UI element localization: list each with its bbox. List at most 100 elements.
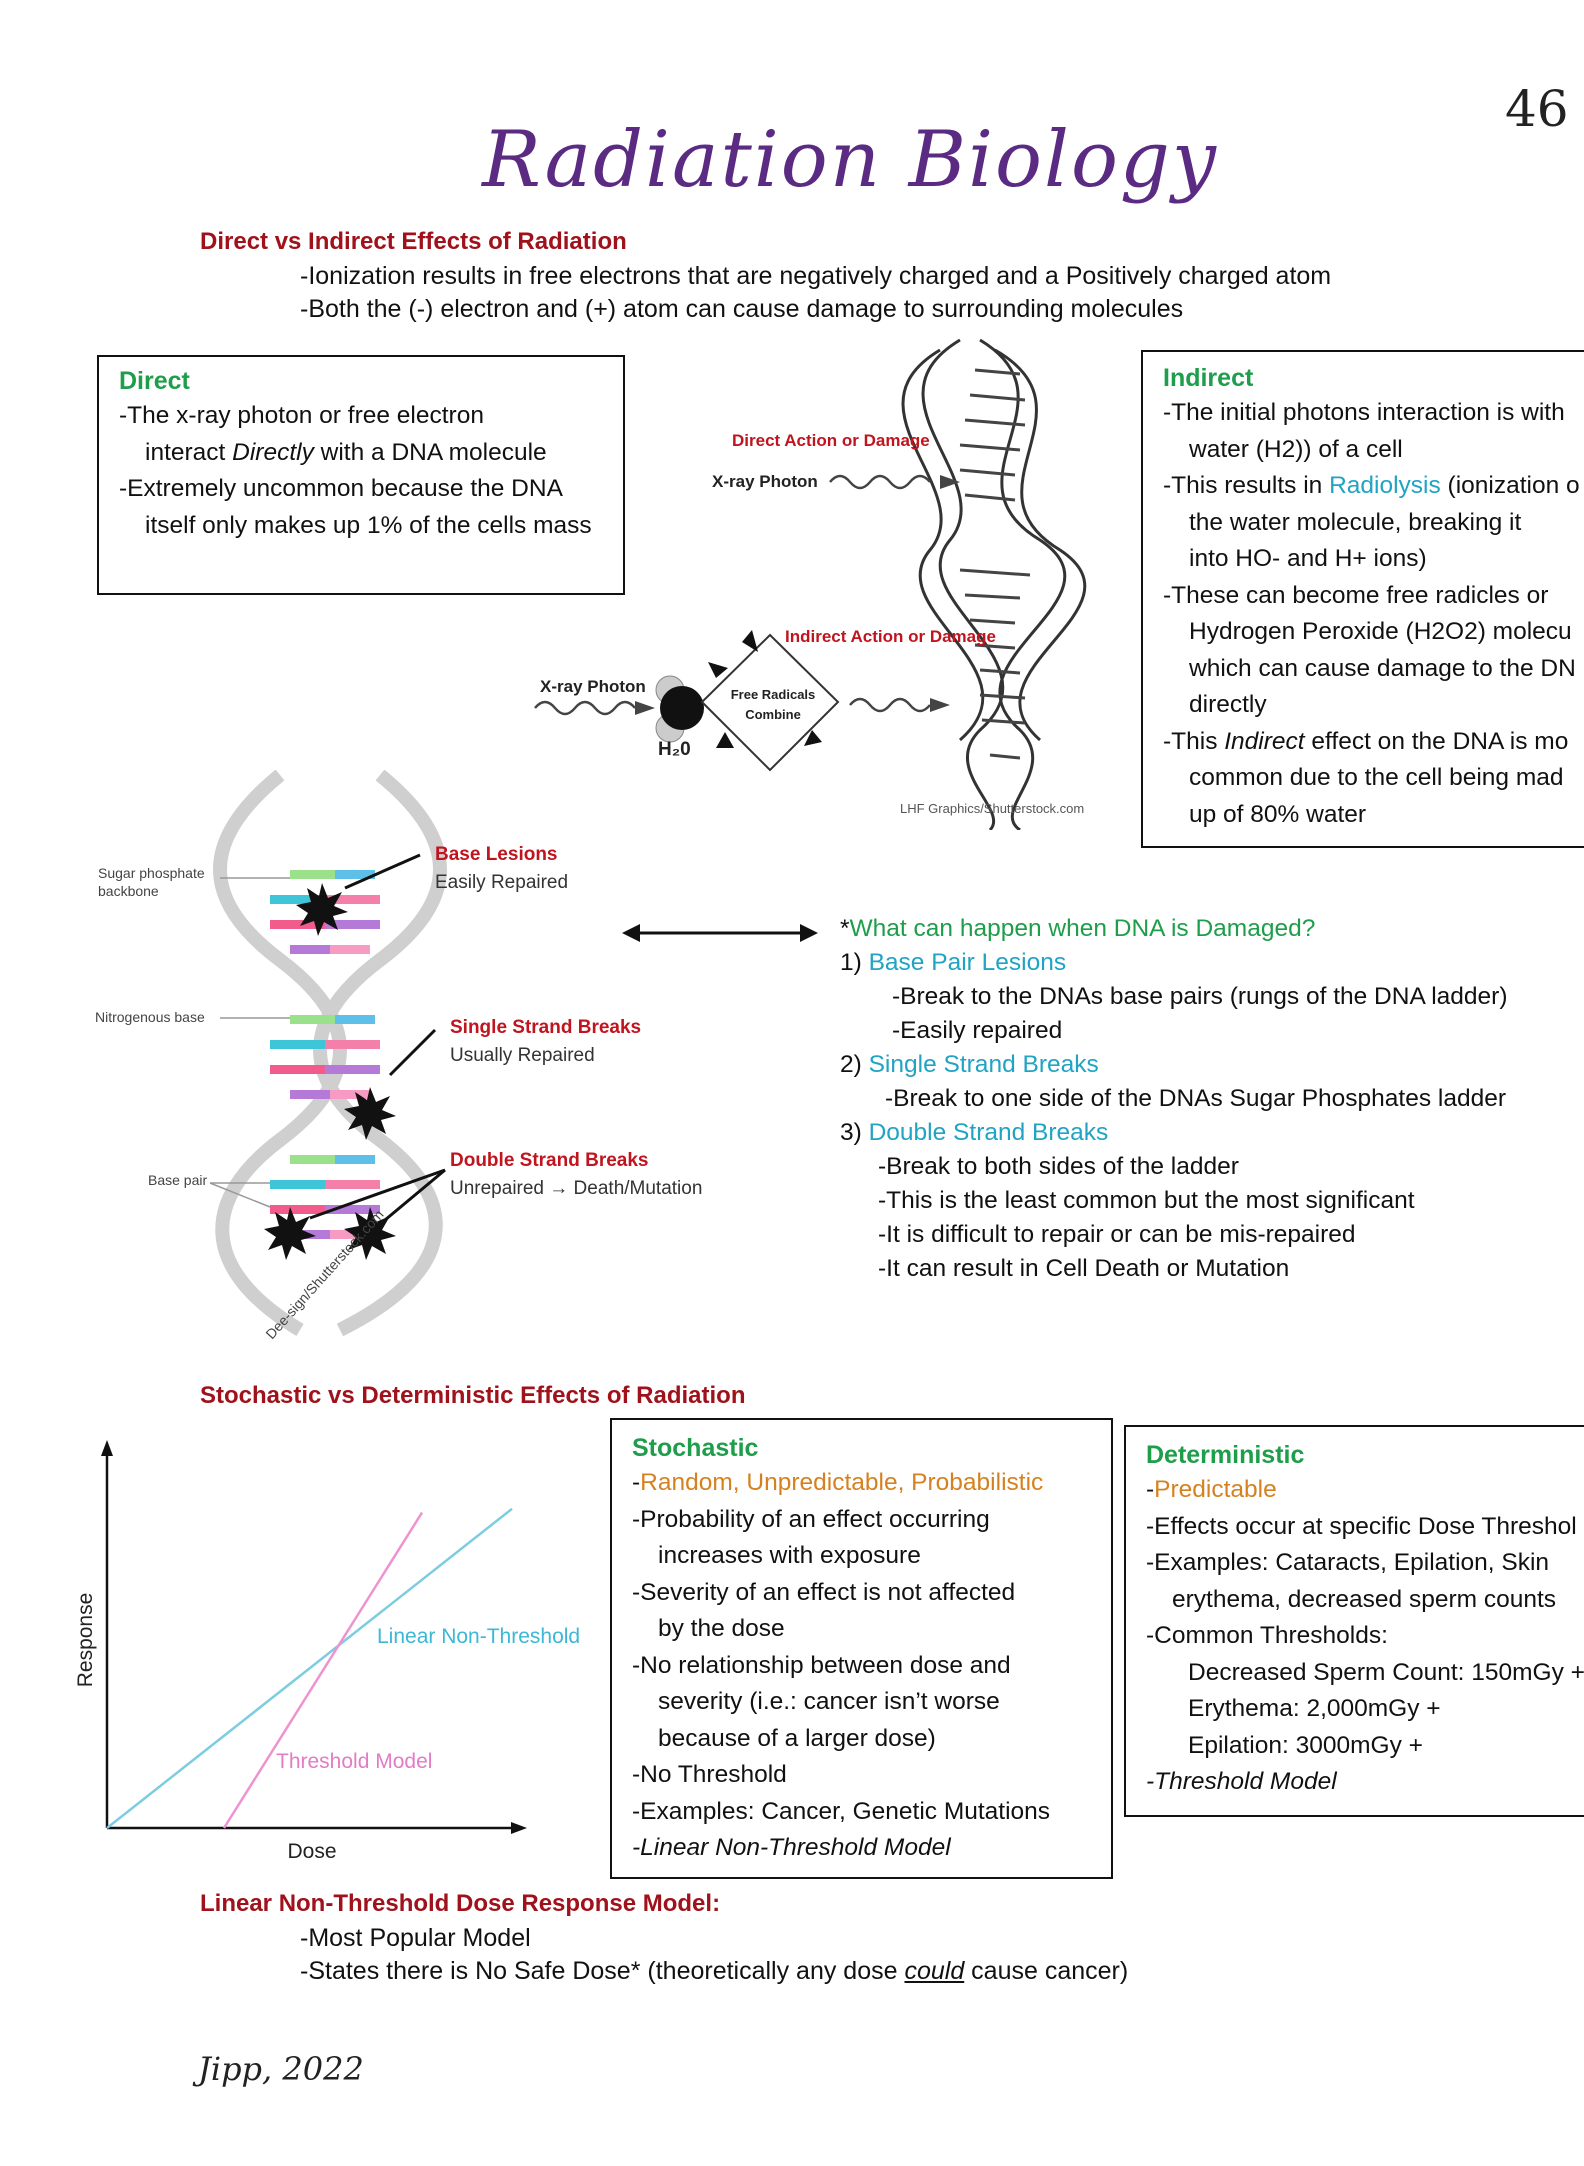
deterministic-line-5: -Common Thresholds: [1146, 1622, 1388, 1649]
section-intro-line-2: -Both the (-) electron and (+) atom can … [300, 295, 1184, 323]
dna-damage-list: *What can happen when DNA is Damaged? 1)… [840, 912, 1508, 1286]
indirect-line-8: which can cause damage to the DN [1189, 654, 1576, 682]
diamond-arrow-right [804, 730, 822, 746]
page-number: 46 [1505, 80, 1569, 138]
direct-action-label: Direct Action or Damage [732, 431, 930, 450]
series-line-threshold-model [222, 1511, 424, 1829]
section-heading-stochastic-deterministic: Stochastic vs Deterministic Effects of R… [200, 1382, 746, 1409]
section-intro-line-1: -Ionization results in free electrons th… [300, 262, 1332, 290]
deterministic-line-7: Erythema: 2,000mGy + [1188, 1695, 1441, 1722]
photon-wave-1 [829, 474, 931, 490]
damage-item-2-title: 2) Single Strand Breaks [840, 1051, 1099, 1078]
stochastic-line-4: -Severity of an effect is not affected [632, 1578, 1016, 1606]
indirect-line-9: directly [1189, 691, 1267, 718]
damage-item-3-desc-a: -Break to both sides of the ladder [878, 1153, 1239, 1180]
dna-rungs [959, 368, 1031, 760]
lnt-line-1: -Most Popular Model [300, 1924, 531, 1952]
stochastic-line-8: because of a larger dose) [658, 1724, 936, 1752]
stochastic-box: Stochastic -Random, Unpredictable, Proba… [610, 1418, 1113, 1879]
direct-line-2: interact Directly with a DNA molecule [145, 438, 547, 466]
diamond-arrow-bottom [716, 732, 734, 748]
dna-action-figure: Direct Action or Damage X-ray Photon Ind… [534, 338, 1087, 830]
indirect-box: Indirect -The initial photons interactio… [1141, 350, 1584, 848]
stochastic-box-title: Stochastic [632, 1434, 759, 1462]
indirect-wave [849, 697, 931, 713]
deterministic-box-title: Deterministic [1146, 1441, 1305, 1469]
sugar-phosphate-label-2: backbone [98, 883, 159, 899]
legend-label-linear-non-threshold: Linear Non-Threshold [377, 1625, 580, 1648]
base-pair-label: Base pair [148, 1172, 207, 1188]
base-lesions-label: Base Lesions [435, 844, 558, 865]
y-axis-arrowhead [101, 1440, 113, 1456]
damage-item-3-desc-d: -It can result in Cell Death or Mutation [878, 1255, 1290, 1282]
y-axis-label: Response [74, 1593, 97, 1688]
section-heading-direct-indirect: Direct vs Indirect Effects of Radiation [200, 228, 627, 255]
nitrogenous-base-label: Nitrogenous base [95, 1009, 205, 1025]
free-radicals-label-2: Combine [745, 707, 801, 722]
indirect-line-12: up of 80% water [1189, 800, 1367, 828]
damage-question: *What can happen when DNA is Damaged? [840, 915, 1316, 942]
x-axis-arrowhead [511, 1822, 527, 1834]
indirect-line-2: water (H2)) of a cell [1189, 435, 1403, 463]
water-molecule-icon [655, 675, 704, 743]
base-lesions-sub: Easily Repaired [435, 872, 568, 893]
lnt-line-2: -States there is No Safe Dose* (theoreti… [300, 1957, 1129, 1985]
damage-item-3-desc-c: -It is difficult to repair or can be mis… [878, 1221, 1356, 1248]
callout-lines [209, 877, 290, 1208]
deterministic-line-6: Decreased Sperm Count: 150mGy + [1188, 1658, 1584, 1686]
indirect-line-11: common due to the cell being mad [1189, 764, 1564, 791]
stochastic-line-2: -Probability of an effect occurring [632, 1505, 990, 1533]
stochastic-line-7: severity (i.e.: cancer isn’t worse [658, 1688, 1000, 1715]
dose-response-chart: Linear Non-Threshold Threshold Model Dos… [74, 1440, 580, 1863]
dna-strand-graphic [213, 770, 447, 1337]
indirect-line-1: -The initial photons interaction is with [1163, 399, 1565, 426]
damage-item-3-desc-b: -This is the least common but the most s… [878, 1187, 1415, 1214]
indirect-arrowhead [930, 698, 950, 712]
diamond-arrow-top [742, 630, 758, 652]
xray-photon-label-2: X-ray Photon [540, 677, 646, 696]
footer-signature: Jipp, 2022 [198, 2050, 364, 2088]
damage-item-1-desc-a: -Break to the DNAs base pairs (rungs of … [892, 983, 1508, 1010]
damage-burst-icons [264, 883, 396, 1260]
stochastic-line-11: -Linear Non-Threshold Model [632, 1834, 951, 1861]
stochastic-line-10: -Examples: Cancer, Genetic Mutations [632, 1797, 1051, 1825]
direct-line-3: -Extremely uncommon because the DNA [119, 475, 563, 502]
diamond-arrow-left [708, 662, 728, 678]
deterministic-line-4: erythema, decreased sperm counts [1172, 1585, 1557, 1613]
series-line-linear-non-threshold [106, 1507, 513, 1829]
legend-label-threshold-model: Threshold Model [276, 1750, 432, 1773]
direct-line-4: itself only makes up 1% of the cells mas… [145, 511, 592, 539]
photon-arrowhead-2 [635, 701, 655, 715]
deterministic-line-3: -Examples: Cataracts, Epilation, Skin [1146, 1549, 1550, 1576]
stochastic-line-5: by the dose [658, 1615, 785, 1642]
sugar-phosphate-label-1: Sugar phosphate [98, 865, 205, 881]
indirect-line-5: into HO- and H+ ions) [1189, 545, 1427, 572]
direct-box: Direct -The x-ray photon or free electro… [97, 355, 625, 595]
deterministic-line-2: -Effects occur at specific Dose Threshol [1146, 1512, 1577, 1540]
stochastic-line-3: increases with exposure [658, 1542, 921, 1569]
deterministic-box: Deterministic -Predictable -Effects occu… [1124, 1425, 1584, 1817]
indirect-action-label: Indirect Action or Damage [785, 627, 996, 646]
damage-item-1-desc-b: -Easily repaired [892, 1017, 1063, 1044]
indirect-line-3: -This results in Radiolysis (ionization … [1163, 472, 1580, 499]
deterministic-line-8: Epilation: 3000mGy + [1188, 1731, 1423, 1759]
free-radicals-label-1: Free Radicals [731, 687, 816, 702]
indirect-line-10: -This Indirect effect on the DNA is mo [1163, 727, 1569, 755]
dna-helix-graphic [901, 338, 1087, 830]
indirect-line-6: -These can become free radicles or [1163, 581, 1549, 609]
stochastic-line-9: -No Threshold [632, 1761, 787, 1788]
x-axis-label: Dose [287, 1840, 336, 1863]
pointer-arrows [309, 853, 446, 1222]
free-radicals-diamond [700, 633, 840, 772]
direct-box-title: Direct [119, 367, 190, 395]
dna-damage-figure: Sugar phosphate backbone Nitrogenous bas… [95, 770, 702, 1342]
ssb-label: Single Strand Breaks [450, 1017, 641, 1038]
dsb-label: Double Strand Breaks [450, 1150, 649, 1171]
figure1-credit: LHF Graphics/Shutterstock.com [900, 801, 1084, 816]
damage-item-1-title: 1) Base Pair Lesions [840, 949, 1067, 976]
indirect-box-title: Indirect [1163, 364, 1254, 392]
h2o-label: H₂0 [658, 739, 691, 760]
deterministic-line-1: -Predictable [1146, 1476, 1277, 1503]
ssb-sub: Usually Repaired [450, 1045, 595, 1066]
deterministic-line-9: -Threshold Model [1146, 1768, 1337, 1795]
